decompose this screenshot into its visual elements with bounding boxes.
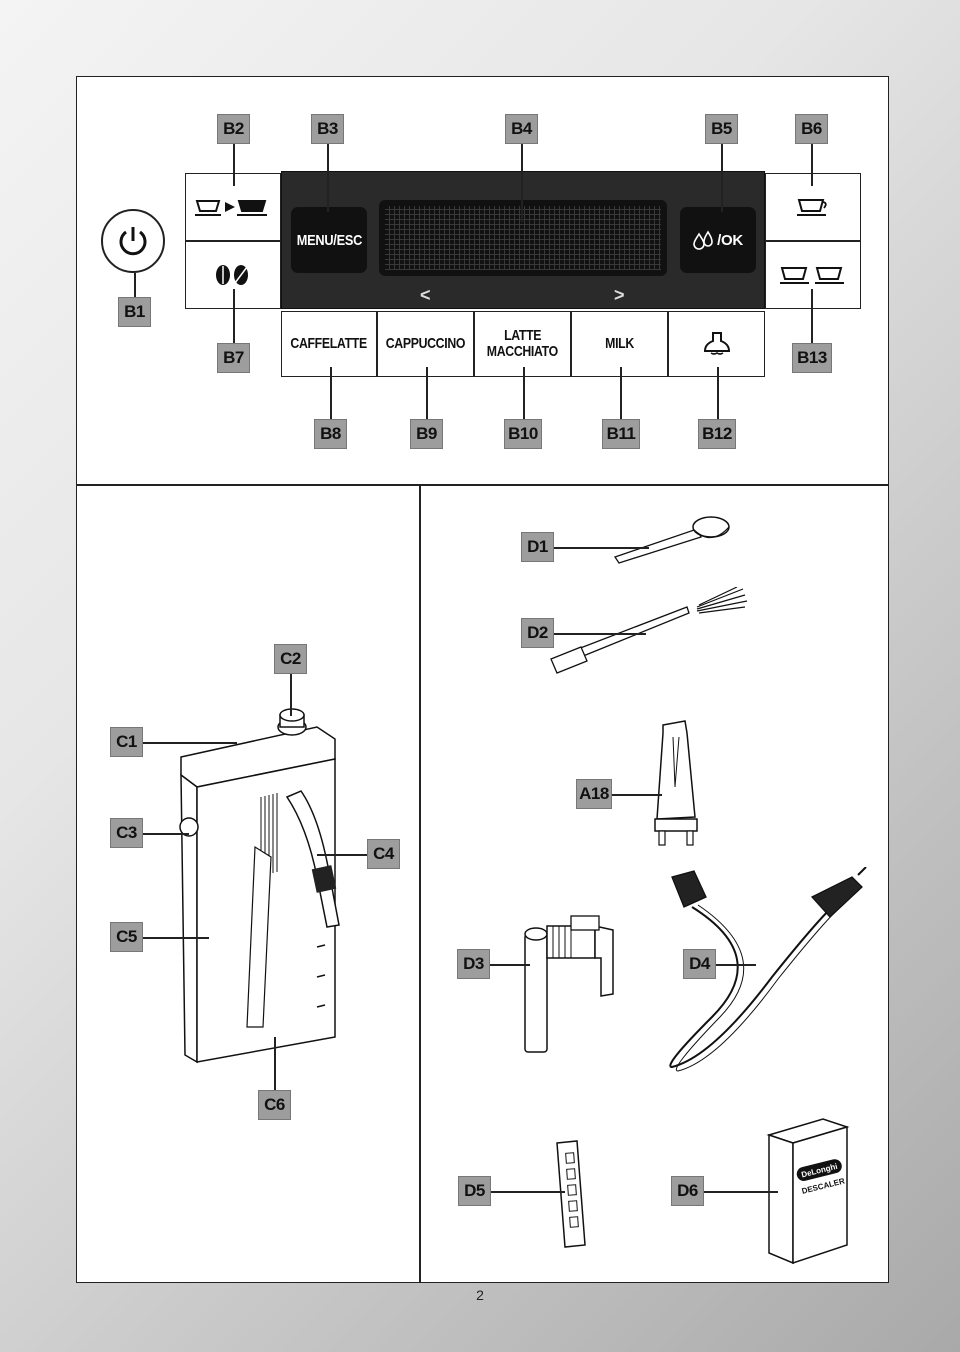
caffelatte-button[interactable]: CAFFELATTE bbox=[281, 311, 377, 377]
label-c4: C4 bbox=[367, 839, 400, 869]
label-b6: B6 bbox=[795, 114, 828, 144]
control-panel-display: MENU/ESC /OK < > bbox=[281, 171, 765, 309]
label-b5: B5 bbox=[705, 114, 738, 144]
leader-b13 bbox=[811, 289, 813, 343]
power-icon bbox=[119, 227, 147, 256]
leader-a18 bbox=[612, 794, 662, 796]
cup-arrow-cup-icon bbox=[195, 200, 267, 216]
water-drops-icon bbox=[693, 230, 713, 250]
ok-button[interactable]: /OK bbox=[680, 207, 756, 273]
cappuccino-button[interactable]: CAPPUCCINO bbox=[377, 311, 474, 377]
leader-b4 bbox=[521, 144, 523, 222]
right-arrow-button[interactable]: > bbox=[614, 285, 625, 305]
leader-b11 bbox=[620, 367, 622, 419]
label-a18: A18 bbox=[576, 779, 612, 809]
section-divider-vertical bbox=[419, 484, 421, 1282]
page-number: 2 bbox=[476, 1287, 484, 1303]
leader-b5 bbox=[721, 144, 723, 212]
label-c3: C3 bbox=[110, 818, 143, 848]
hot-water-spout-illustration bbox=[524, 915, 614, 1053]
leader-d2 bbox=[554, 633, 646, 635]
leader-d1 bbox=[554, 547, 649, 549]
label-b13: B13 bbox=[792, 343, 832, 373]
double-cup-icon bbox=[780, 267, 844, 284]
leader-d3 bbox=[490, 964, 530, 966]
test-strip-illustration bbox=[556, 1140, 586, 1248]
label-b8: B8 bbox=[314, 419, 347, 449]
leader-c2 bbox=[290, 674, 292, 716]
leader-b12 bbox=[717, 367, 719, 419]
label-c6: C6 bbox=[258, 1090, 291, 1120]
water-filter-illustration bbox=[654, 720, 698, 846]
label-b10: B10 bbox=[504, 419, 542, 449]
label-c5: C5 bbox=[110, 922, 143, 952]
power-button[interactable] bbox=[101, 209, 165, 273]
leader-b2 bbox=[233, 144, 235, 186]
label-d5: D5 bbox=[458, 1176, 491, 1206]
cleaning-brush-illustration bbox=[550, 587, 748, 674]
label-b4: B4 bbox=[505, 114, 538, 144]
ok-label: /OK bbox=[717, 231, 743, 249]
leader-c6 bbox=[274, 1037, 276, 1090]
label-d3: D3 bbox=[457, 949, 490, 979]
label-c1: C1 bbox=[110, 727, 143, 757]
manual-page: MENU/ESC /OK < > CAFFELATTE bbox=[76, 76, 889, 1283]
latte-macchiato-button[interactable]: LATTE MACCHIATO bbox=[474, 311, 571, 377]
lcd-screen bbox=[379, 200, 667, 276]
label-d4: D4 bbox=[683, 949, 716, 979]
label-c2: C2 bbox=[274, 644, 307, 674]
leader-b1 bbox=[134, 273, 136, 297]
leader-b8 bbox=[330, 367, 332, 419]
section-divider-horizontal bbox=[77, 484, 888, 486]
label-b7: B7 bbox=[217, 343, 250, 373]
label-b1: B1 bbox=[118, 297, 151, 327]
descaler-box-illustration: DeLonghi DESCALER bbox=[766, 1118, 850, 1265]
leader-d4 bbox=[716, 964, 756, 966]
double-cup-button[interactable] bbox=[765, 241, 861, 309]
label-d1: D1 bbox=[521, 532, 554, 562]
menu-esc-button[interactable]: MENU/ESC bbox=[291, 207, 367, 273]
milk-container-illustration bbox=[179, 708, 340, 1064]
left-arrow-button[interactable]: < bbox=[420, 285, 431, 305]
leader-c1 bbox=[143, 742, 237, 744]
label-b2: B2 bbox=[217, 114, 250, 144]
latte-macchiato-label-line1: LATTE bbox=[503, 327, 542, 344]
single-cup-button[interactable] bbox=[765, 173, 861, 241]
steam-nozzle-icon bbox=[703, 332, 730, 355]
label-b3: B3 bbox=[311, 114, 344, 144]
leader-b7 bbox=[233, 289, 235, 343]
latte-macchiato-label-line2: MACCHIATO bbox=[486, 343, 559, 360]
milk-button[interactable]: MILK bbox=[571, 311, 668, 377]
label-d6: D6 bbox=[671, 1176, 704, 1206]
leader-b10 bbox=[523, 367, 525, 419]
leader-c5 bbox=[143, 937, 209, 939]
leader-b6 bbox=[811, 144, 813, 186]
label-b11: B11 bbox=[602, 419, 640, 449]
coffee-beans-icon bbox=[216, 265, 248, 285]
cappuccino-label: CAPPUCCINO bbox=[385, 335, 466, 352]
leader-b3 bbox=[327, 144, 329, 212]
milk-label: MILK bbox=[605, 335, 634, 352]
measuring-scoop-illustration bbox=[613, 516, 730, 564]
caffelatte-label: CAFFELATTE bbox=[290, 335, 368, 352]
label-b12: B12 bbox=[698, 419, 736, 449]
label-d2: D2 bbox=[521, 618, 554, 648]
leader-c4 bbox=[317, 854, 367, 856]
menu-esc-label: MENU/ESC bbox=[296, 231, 362, 249]
leader-d6 bbox=[704, 1191, 778, 1193]
power-cord-illustration bbox=[669, 867, 867, 1072]
label-b9: B9 bbox=[410, 419, 443, 449]
leader-d5 bbox=[491, 1191, 565, 1193]
leader-b9 bbox=[426, 367, 428, 419]
hot-water-button[interactable] bbox=[668, 311, 765, 377]
single-cup-icon bbox=[797, 199, 827, 216]
leader-c3 bbox=[143, 833, 189, 835]
